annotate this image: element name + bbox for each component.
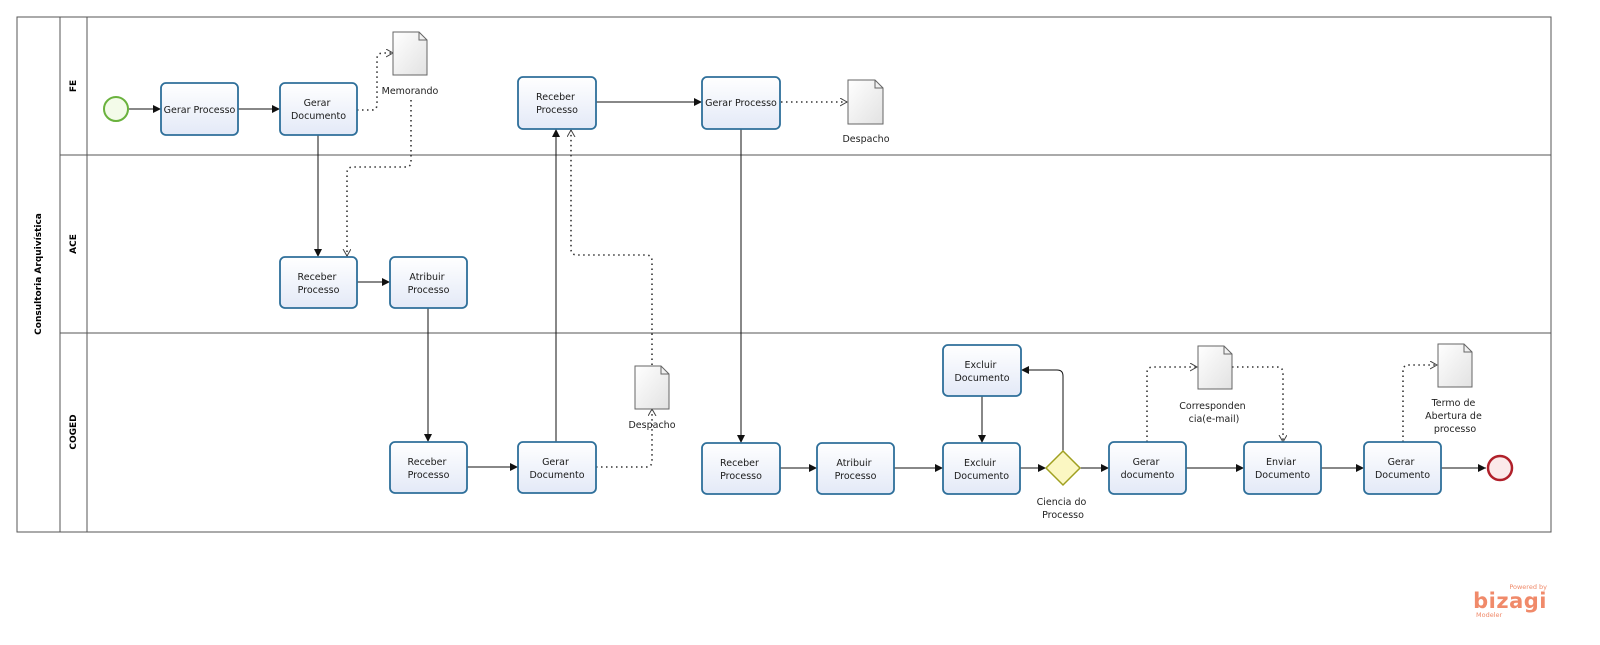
svg-text:Receber Processo: Receber Processo xyxy=(536,92,578,116)
svg-text:Despacho: Despacho xyxy=(842,134,889,145)
svg-text:Receber Processo: Receber Processo xyxy=(298,272,340,296)
svg-text:Excluir Documento: Excluir Documento xyxy=(954,360,1009,384)
assoc-gerar-documento-memorando[interactable] xyxy=(357,53,393,111)
artifact-correspondencia[interactable]: Corresponden cia(e-mail) xyxy=(1179,345,1248,425)
task-gerar-documento[interactable]: Gerar Documento xyxy=(279,82,358,136)
task-coged-excluir-documento[interactable]: Excluir Documento xyxy=(942,442,1021,495)
task-fe-gerar-processo-2[interactable]: Gerar Processo xyxy=(701,76,781,130)
artifact-despacho-fe[interactable]: Despacho xyxy=(842,79,890,145)
svg-text:Memorando: Memorando xyxy=(382,86,439,97)
svg-text:Corresponden cia(e-mai: Corresponden cia(e-mail) xyxy=(1179,401,1248,425)
document-icon xyxy=(1437,343,1473,388)
svg-text:Receber Processo: Receber Processo xyxy=(408,457,450,481)
bizagi-watermark: Powered by bizagi Modeler xyxy=(1473,583,1547,619)
assoc-correspondencia-enviar[interactable] xyxy=(1232,366,1283,442)
svg-text:Atribuir Processo: Atribuir Processo xyxy=(835,458,877,482)
task-coged-gerar-documento-3[interactable]: Gerar Documento xyxy=(1363,441,1442,495)
assoc-gerar-documento-despacho[interactable] xyxy=(596,409,652,468)
artifacts: Memorando Despacho Despacho Corresponden… xyxy=(382,31,1485,435)
document-icon xyxy=(634,365,670,410)
svg-text:Atribuir Processo: Atribuir Processo xyxy=(408,272,450,296)
artifact-memorando[interactable]: Memorando xyxy=(382,31,439,97)
assoc-gerar-documento-termo[interactable] xyxy=(1402,365,1437,442)
task-coged-gerar-documento-2[interactable]: Gerar documento xyxy=(1108,441,1187,495)
document-icon xyxy=(392,31,428,76)
svg-text:Termo de Abertura de: Termo de Abertura de processo xyxy=(1425,398,1485,435)
svg-text:Receber Processo: Receber Processo xyxy=(720,458,762,482)
svg-text:Gerar Documento: Gerar Documento xyxy=(291,98,346,122)
task-ace-atribuir-processo[interactable]: Atribuir Processo xyxy=(389,256,468,309)
svg-text:Gerar documento: Gerar documento xyxy=(1121,457,1175,481)
assoc-memorando-ace-receber[interactable] xyxy=(347,100,412,256)
lane-title-fe: FE xyxy=(69,80,79,92)
task-coged-receber-processo[interactable]: Receber Processo xyxy=(389,441,468,494)
document-icon xyxy=(1197,345,1233,390)
sequence-flows xyxy=(129,98,1486,472)
svg-text:Despacho: Despacho xyxy=(628,420,675,431)
svg-text:Gerar Documento: Gerar Documento xyxy=(1375,457,1430,481)
artifact-termo-abertura[interactable]: Termo de Abertura de processo xyxy=(1425,343,1485,435)
svg-text:Gerar Processo: Gerar Processo xyxy=(705,98,777,109)
lane-title-ace: ACE xyxy=(69,234,79,254)
gateway-ciencia-do-processo[interactable] xyxy=(1044,449,1082,487)
artifact-despacho-coged[interactable]: Despacho xyxy=(628,365,676,431)
svg-text:Enviar Documento: Enviar Documento xyxy=(1255,457,1310,481)
task-coged-atribuir-processo[interactable]: Atribuir Processo xyxy=(816,442,895,495)
end-event[interactable] xyxy=(1486,454,1514,482)
task-gerar-processo[interactable]: Gerar Processo xyxy=(160,82,239,136)
svg-text:Excluir Documento: Excluir Documento xyxy=(954,458,1009,482)
bizagi-logo: bizagi xyxy=(1473,589,1547,613)
document-icon xyxy=(847,79,884,125)
task-coged-excluir-documento-top[interactable]: Excluir Documento xyxy=(942,344,1022,397)
modeler-text: Modeler xyxy=(1476,611,1503,619)
task-coged-receber-processo-2[interactable]: Receber Processo xyxy=(701,442,781,495)
task-fe-receber-processo[interactable]: Receber Processo xyxy=(517,76,597,130)
task-coged-gerar-documento[interactable]: Gerar Documento xyxy=(517,441,597,494)
flow-gateway-to-excluir-top[interactable] xyxy=(1021,366,1064,451)
assoc-despacho-fe-receber[interactable] xyxy=(571,130,653,365)
tasks: Gerar Processo Gerar Documento Receber P… xyxy=(160,76,1442,495)
start-event[interactable] xyxy=(103,96,129,122)
powered-by-text: Powered by xyxy=(1509,583,1547,591)
pool-title: Consultoria Arquivística xyxy=(34,213,44,335)
svg-text:Gerar Processo: Gerar Processo xyxy=(164,105,236,116)
task-ace-receber-processo[interactable]: Receber Processo xyxy=(279,256,358,309)
lane-title-coged: COGED xyxy=(69,414,79,449)
associations xyxy=(347,53,1437,468)
svg-text:Gerar Documento: Gerar Documento xyxy=(529,457,584,481)
gateway-label: Ciencia do Processo xyxy=(1037,497,1090,521)
task-coged-enviar-documento[interactable]: Enviar Documento xyxy=(1243,441,1322,495)
